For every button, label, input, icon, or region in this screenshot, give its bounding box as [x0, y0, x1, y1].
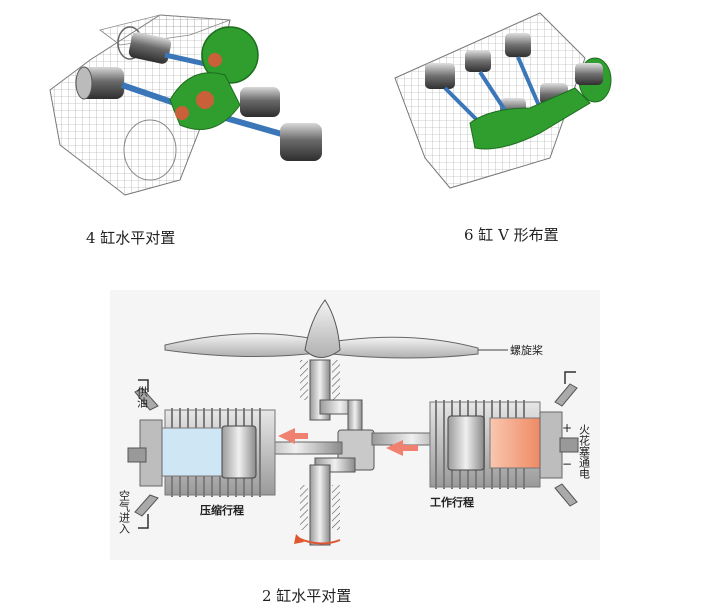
label-spark-plug-power: 火花塞通电: [578, 424, 591, 479]
piston-3: [505, 33, 531, 57]
caption-2cyl: 2 缸水平对置: [262, 587, 352, 605]
compression-arrow: [278, 428, 308, 444]
crankshaft: [469, 87, 591, 150]
caption-4cyl: 4 缸水平对置: [86, 229, 176, 247]
lower-shaft: [309, 464, 331, 546]
piston-1: [425, 63, 455, 89]
label-compression-stroke: 压缩行程: [200, 503, 244, 517]
spark-plug: [559, 437, 579, 453]
engine-2cyl-diagram: 螺旋桨: [110, 290, 600, 560]
piston-left: [221, 425, 257, 479]
propeller-blade-right: [329, 336, 479, 359]
cylinder-right: [429, 400, 563, 489]
piston-2: [465, 50, 491, 72]
propeller-spinner: [304, 299, 341, 358]
label-power-stroke: 工作行程: [430, 495, 474, 509]
piston-right-upper: [240, 87, 280, 117]
figure-4cyl-opposed: [40, 5, 340, 205]
label-plus: +: [562, 421, 572, 435]
figure-6cyl-v: [390, 8, 630, 198]
combustion-chamber: [489, 417, 541, 469]
power-arrow: [386, 440, 418, 456]
piston-right: [447, 415, 485, 471]
figure-2cyl-opposed: 螺旋桨: [110, 290, 600, 560]
compression-chamber: [159, 427, 231, 477]
label-minus: −: [562, 457, 572, 471]
piston-top-left: [128, 32, 172, 64]
rotation-arrow: [297, 537, 341, 545]
engine-4cyl-illustration: [49, 14, 322, 196]
wireframe-block: [394, 12, 586, 189]
label-oil-supply: 供油: [136, 385, 149, 408]
label-propeller: 螺旋桨: [510, 343, 543, 357]
piston-6: [575, 63, 603, 85]
caption-6cyl: 6 缸 V 形布置: [464, 226, 559, 244]
engine-6cyl-illustration: [394, 12, 612, 189]
piston-right-lower: [280, 123, 322, 161]
label-air-intake: 空气进入: [118, 489, 131, 534]
cylinder-left: [139, 408, 276, 497]
crank-disc: [201, 26, 259, 84]
